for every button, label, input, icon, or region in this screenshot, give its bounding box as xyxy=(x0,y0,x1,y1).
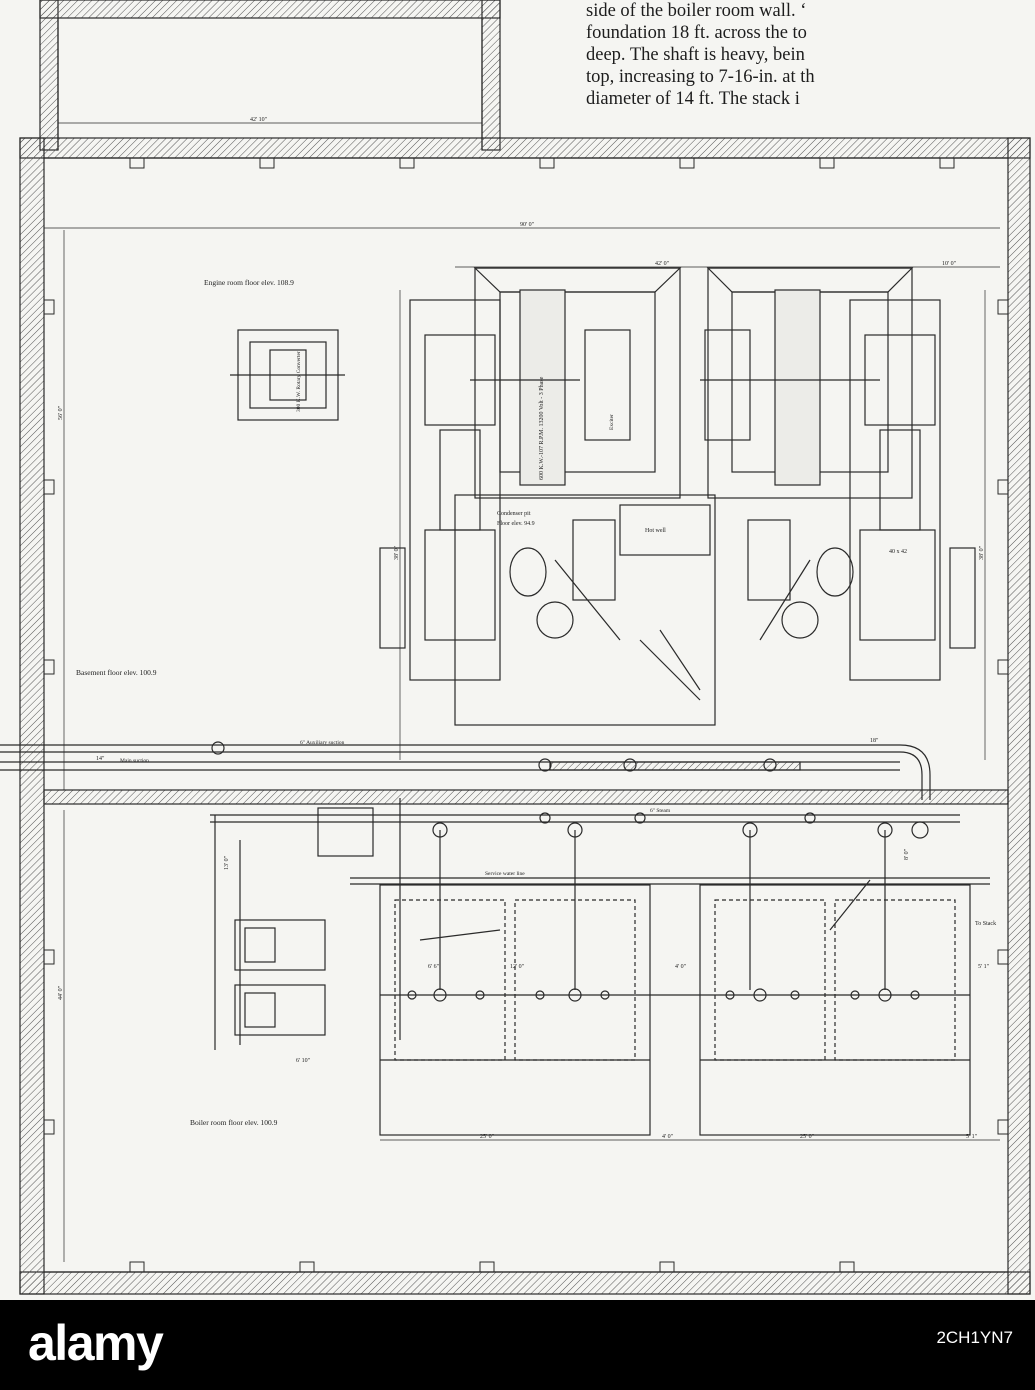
rotary-converter-label: 300 K.W. Rotary Converter xyxy=(296,351,302,412)
exciter-label: Exciter xyxy=(609,414,615,430)
annex-walls xyxy=(39,0,501,151)
building-walls xyxy=(19,137,1031,1295)
dim-left-height: 56' 0" xyxy=(58,405,64,420)
boilers xyxy=(379,879,971,1136)
suction-piping xyxy=(0,741,931,800)
steam-line-label: 6" Steam xyxy=(650,808,671,814)
alamy-logo[interactable]: alamy xyxy=(28,1315,164,1371)
text-line-2: foundation 18 ft. across the to xyxy=(586,23,807,43)
dim-small-a: 13' 0" xyxy=(224,855,230,870)
steam-header xyxy=(210,798,990,1040)
dim-pit-right: 38' 0" xyxy=(979,545,985,560)
engine-foundation-left xyxy=(379,267,682,681)
text-line-3: deep. The shaft is heavy, bein xyxy=(586,45,805,65)
dim-top-width: 42' 10" xyxy=(250,117,268,123)
text-line-4: top, increasing to 7-16-in. at th xyxy=(586,67,815,87)
engine-foundation-right xyxy=(700,267,976,681)
main-suction-label: Main suction xyxy=(120,758,149,764)
image-code: 2CH1YN7 xyxy=(936,1328,1013,1347)
dim-right-offset: 10' 0" xyxy=(942,261,957,267)
dim-pipe-14: 14" xyxy=(96,756,105,762)
dim-bottom-c: 25' 0" xyxy=(800,1134,815,1140)
pilasters xyxy=(43,157,1009,1273)
to-stack-label: To Stack xyxy=(975,921,996,927)
engine-room-label: Engine room floor elev. 108.9 xyxy=(204,278,294,287)
dim-boiler-d: 5' 1" xyxy=(978,964,990,970)
text-line-1: side of the boiler room wall. ‘ xyxy=(586,1,807,21)
dim-pit-left: 38' 0" xyxy=(394,545,400,560)
engineering-drawing: Engine room floor elev. 108.9 Basement f… xyxy=(0,0,1035,1295)
dim-bottom-d: 5' 1" xyxy=(966,1134,978,1140)
boiler-room-label: Boiler room floor elev. 100.9 xyxy=(190,1118,278,1127)
dim-boiler-b: 12' 0" xyxy=(510,964,525,970)
dim-boiler-height: 44' 0" xyxy=(58,985,64,1000)
dimension-lines xyxy=(44,122,1000,1262)
dim-engine-spacing: 42' 0" xyxy=(655,261,670,267)
floor-plan-svg: Engine room floor elev. 108.9 Basement f… xyxy=(0,0,1031,1295)
feed-pumps xyxy=(214,807,374,1050)
dim-boiler-a: 6' 6" xyxy=(428,964,440,970)
watermark-footer: alamy 2CH1YN7 xyxy=(0,1300,1035,1390)
condenser-pit-label: Condenser pit xyxy=(497,511,531,517)
cylinder-size-label: 40 x 42 xyxy=(889,549,907,555)
dim-bottom-a: 25' 0" xyxy=(480,1134,495,1140)
dim-small-b: 6' 10" xyxy=(296,1058,311,1064)
rotary-converter-drawing xyxy=(230,329,345,421)
generator-label: 600 K.W.-107 R.P.M. 13200 Volt - 3 Phase xyxy=(539,376,545,480)
dim-total-width: 90' 0" xyxy=(520,222,535,228)
dim-pipe-8: 8' 0" xyxy=(904,848,910,860)
hot-well-label: Hot well xyxy=(645,528,666,534)
service-water-label: Service water line xyxy=(485,871,525,877)
aux-suction-label: 6" Auxiliary suction xyxy=(300,740,345,746)
book-text-snippet: side of the boiler room wall. ‘ foundati… xyxy=(580,0,1035,140)
condenser-floor-label: Floor elev. 94.9 xyxy=(497,521,535,527)
dim-bottom-b: 4' 0" xyxy=(662,1134,674,1140)
dim-boiler-c: 4' 0" xyxy=(675,964,687,970)
drawing-labels: Engine room floor elev. 108.9 Basement f… xyxy=(58,117,996,1140)
basement-label: Basement floor elev. 100.9 xyxy=(76,668,157,677)
text-line-5: diameter of 14 ft. The stack i xyxy=(586,89,800,109)
condenser-pit xyxy=(454,494,819,726)
dim-pipe-18: 18" xyxy=(870,738,879,744)
